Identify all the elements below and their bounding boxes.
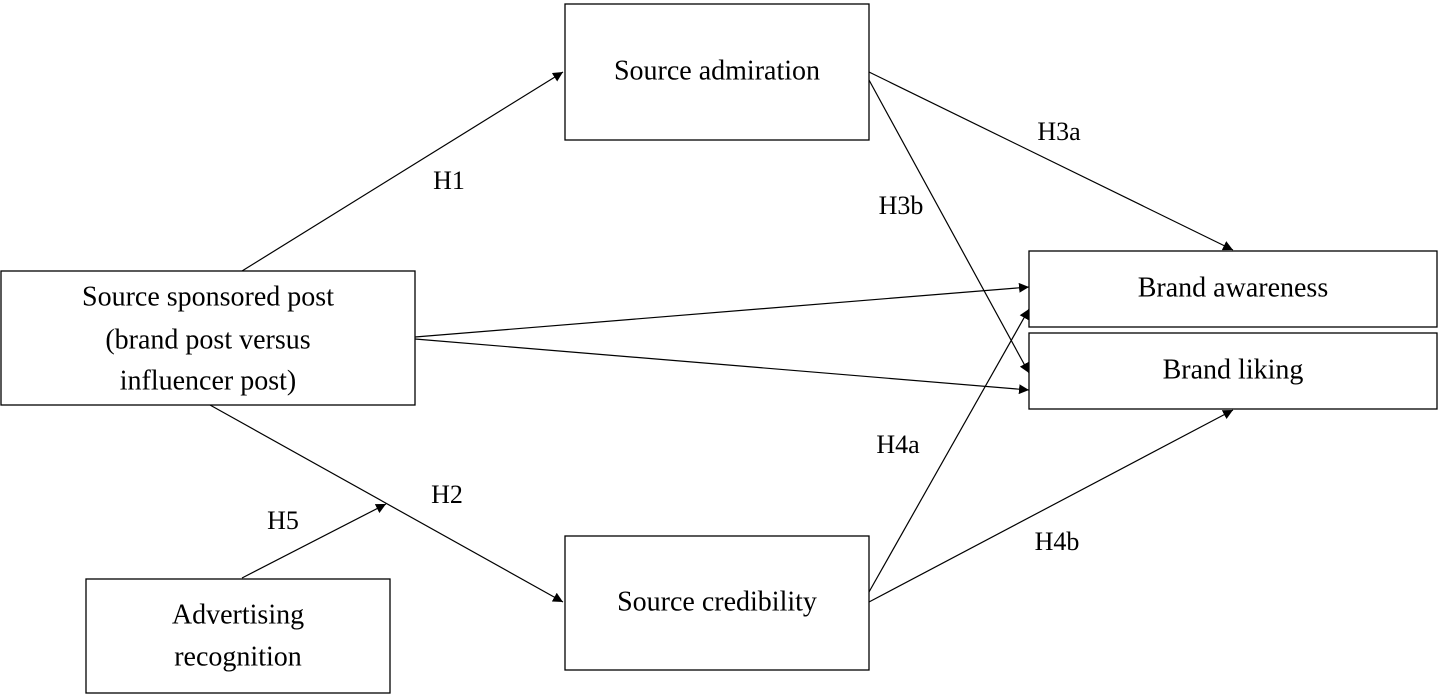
edges	[209, 71, 1234, 603]
node-line: recognition	[174, 641, 302, 672]
node-brand-liking: Brand liking	[1028, 332, 1438, 410]
edge-h3b-admiration-to-liking	[868, 79, 1030, 374]
node-line: Advertising	[172, 599, 304, 630]
label-h5: H5	[267, 506, 299, 535]
node-box	[1028, 250, 1438, 328]
label-h3a: H3a	[1037, 117, 1081, 146]
edge-labels: H1 H2 H3a H3b H4a H4b H5	[267, 117, 1081, 556]
node-brand-awareness: Brand awareness	[1028, 250, 1438, 328]
edge-sponsored-to-liking	[414, 338, 1030, 395]
node-advertising-recognition: Advertising recognition	[85, 578, 391, 694]
edge-h2-sponsored-to-credibility	[209, 404, 564, 603]
node-line: influencer post)	[120, 365, 297, 396]
node-source-credibility: Source credibility	[564, 535, 870, 671]
edge-h3a-admiration-to-awareness	[868, 71, 1234, 251]
edge-h1-sponsored-to-admiration	[241, 71, 564, 272]
edge-sponsored-to-awareness	[414, 282, 1030, 338]
node-box	[85, 578, 391, 694]
node-box	[564, 535, 870, 671]
label-h3b: H3b	[879, 191, 924, 220]
edge-h4b-credibility-to-liking	[868, 409, 1234, 603]
node-line: Brand liking	[1163, 354, 1304, 385]
label-h4b: H4b	[1035, 527, 1080, 556]
label-h2: H2	[431, 480, 463, 509]
node-box	[0, 270, 416, 406]
node-line: Source admiration	[614, 55, 820, 86]
edge-h4a-credibility-to-awareness	[868, 308, 1030, 593]
edge-h5-recognition-to-h2	[241, 503, 387, 579]
label-h1: H1	[433, 166, 465, 195]
node-line: Source sponsored post	[82, 281, 334, 312]
node-source-sponsored-post: Source sponsored post (brand post versus…	[0, 270, 416, 406]
node-source-admiration: Source admiration	[564, 3, 870, 141]
node-box	[564, 3, 870, 141]
node-line: Source credibility	[617, 586, 817, 617]
node-line: (brand post versus	[105, 324, 310, 355]
label-h4a: H4a	[876, 430, 920, 459]
node-line: Brand awareness	[1138, 272, 1328, 303]
node-box	[1028, 332, 1438, 410]
